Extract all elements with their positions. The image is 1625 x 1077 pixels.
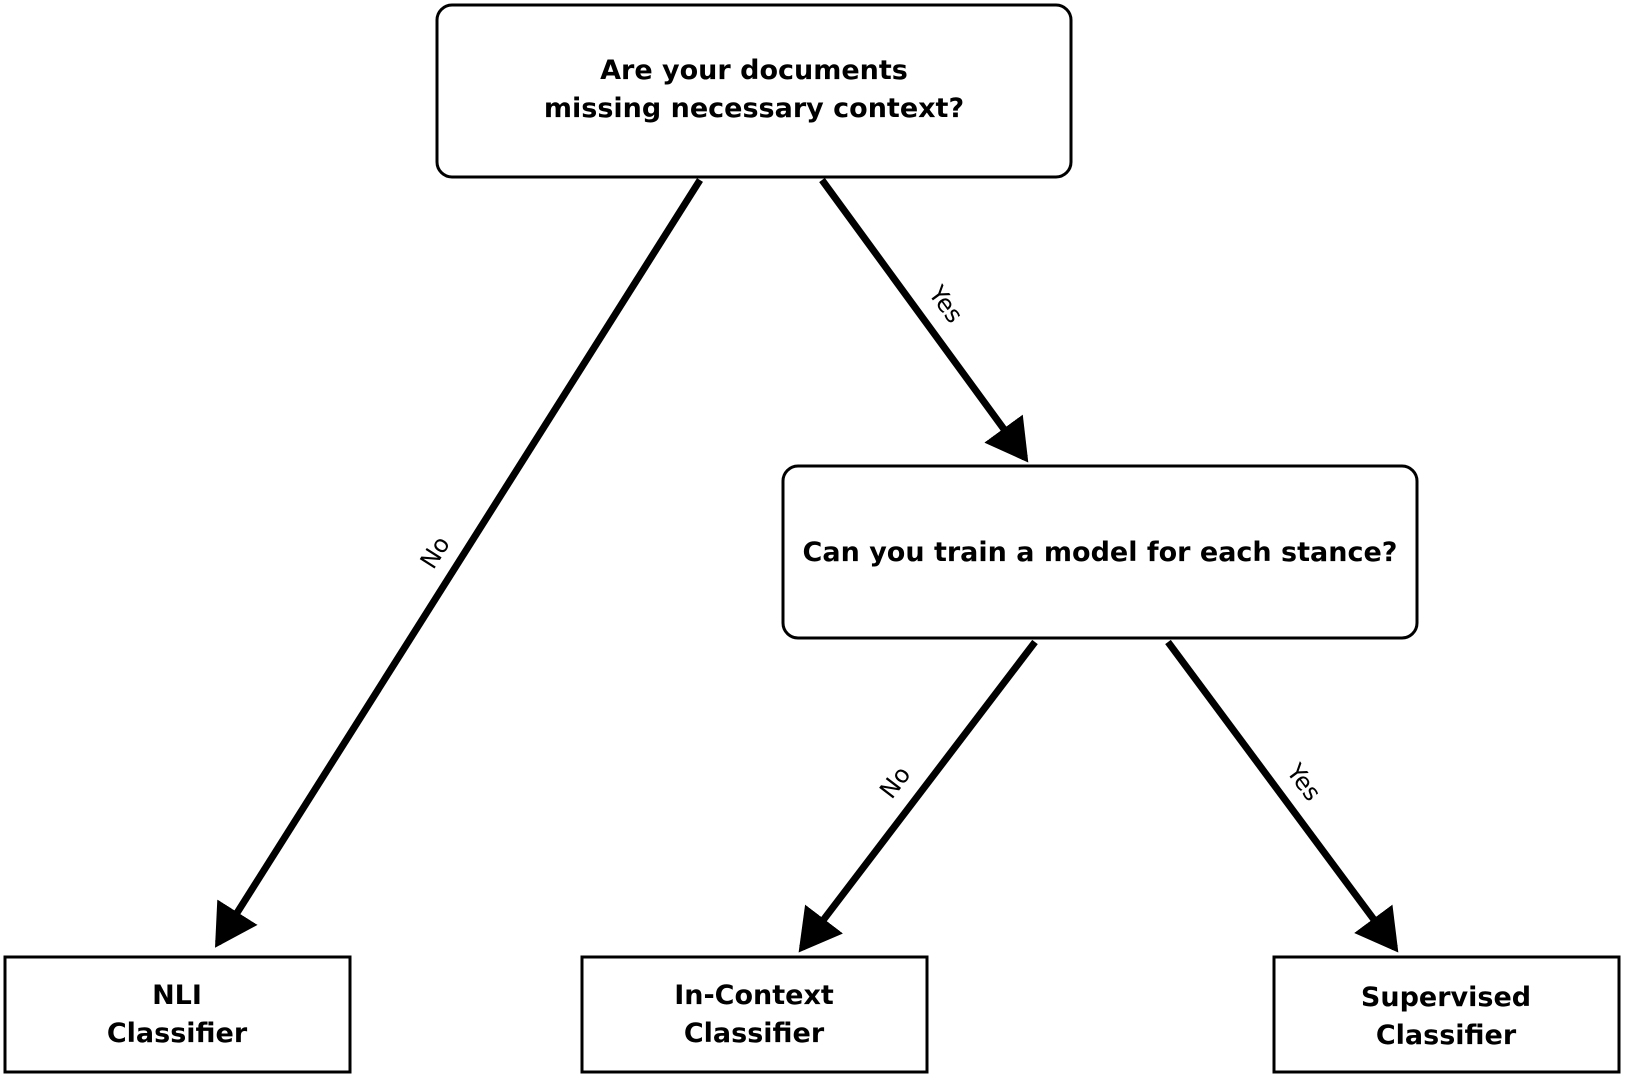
- leaf-in-context-line-1: In-Context: [674, 980, 834, 1011]
- decision-node-missing-context: Are your documents missing necessary con…: [435, 3, 1073, 179]
- node-q1-line-1: Are your documents: [600, 55, 908, 86]
- node-q1-line-2: missing necessary context?: [544, 93, 964, 124]
- edge-q1-no-arrow: [215, 178, 703, 948]
- edge-label-q1-no: No: [415, 531, 456, 574]
- edge-q1-yes-arrow: [819, 177, 1029, 463]
- leaf-in-context-line-2: Classifier: [684, 1018, 825, 1049]
- leaf-supervised-line-1: Supervised: [1361, 982, 1531, 1013]
- edge-label-q1-yes: Yes: [922, 280, 968, 329]
- leaf-node-nli-classifier: NLI Classifier: [3, 955, 352, 1074]
- edge-q2-no-arrow: [798, 639, 1038, 953]
- edge-label-q2-no: No: [874, 761, 916, 804]
- leaf-node-supervised-classifier: Supervised Classifier: [1272, 955, 1621, 1074]
- edge-q2-yes-arrow: [1165, 639, 1399, 953]
- leaf-nli-line-1: NLI: [152, 980, 202, 1011]
- leaf-nli-line-2: Classifier: [107, 1018, 248, 1049]
- decision-node-train-model: Can you train a model for each stance?: [781, 464, 1419, 640]
- leaf-node-in-context-classifier: In-Context Classifier: [580, 955, 929, 1074]
- leaf-supervised-line-2: Classifier: [1376, 1020, 1517, 1051]
- node-q2-line-1: Can you train a model for each stance?: [803, 537, 1398, 568]
